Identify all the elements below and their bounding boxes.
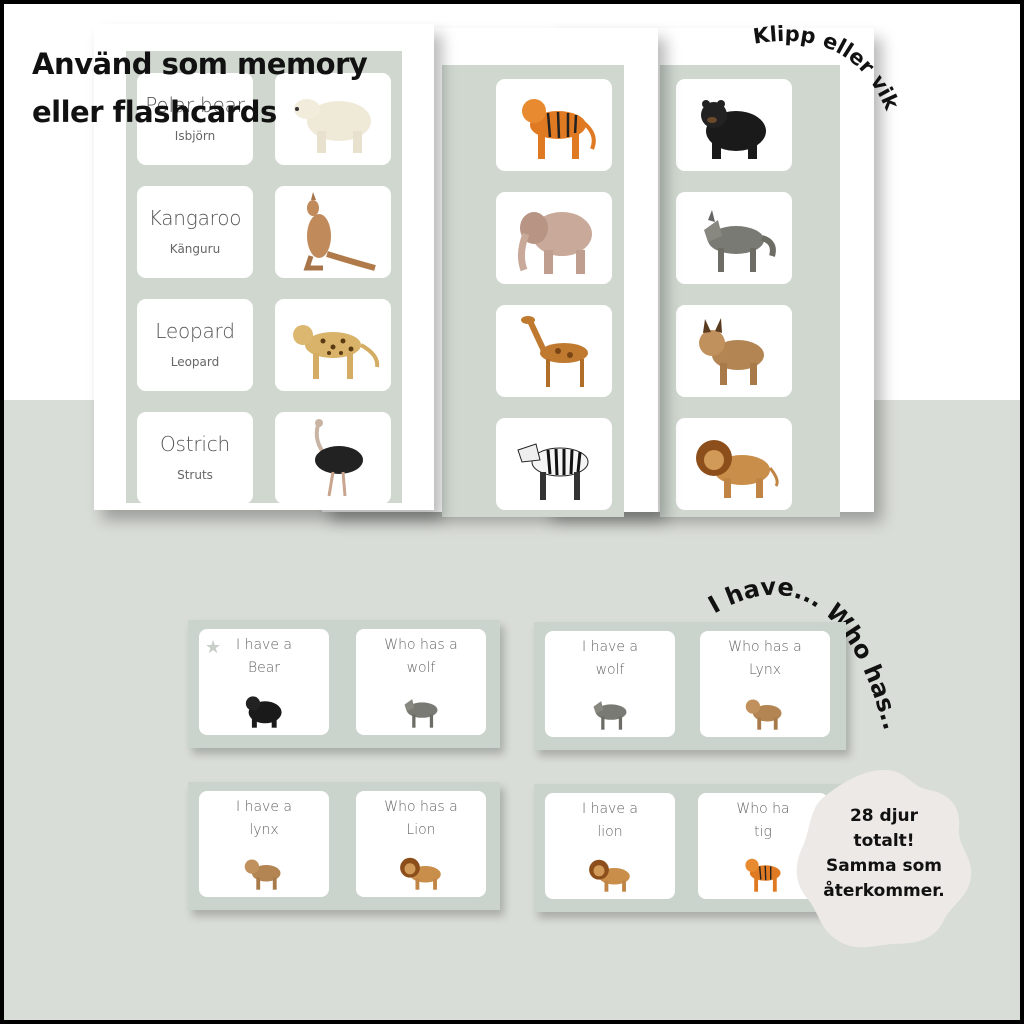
lynx-icon <box>244 859 281 890</box>
lion-icon <box>400 857 441 890</box>
card-i-have: I have a lynx <box>199 791 329 897</box>
zebra-icon <box>517 443 589 500</box>
card-pair-2: I have a wolf Who has a Lynx <box>534 622 846 750</box>
arc-text-top: Klipp eller vik <box>751 22 904 115</box>
picture-cell <box>496 192 612 284</box>
elephant-icon <box>517 212 592 274</box>
picture-cell <box>676 192 792 284</box>
lion-icon <box>589 859 630 892</box>
card-who-has: Who has a wolf <box>356 629 486 735</box>
picture-cell <box>676 418 792 510</box>
card-line-2: Lynx <box>749 662 781 678</box>
word-swedish: Leopard <box>170 355 220 369</box>
card-who-has: Who has a Lion <box>356 791 486 897</box>
lynx-icon <box>745 699 782 730</box>
picture-cell <box>275 412 391 504</box>
headline: Använd som memory eller flashcards <box>32 40 368 136</box>
giraffe-icon <box>521 316 588 387</box>
card-line-2: tig <box>754 824 772 840</box>
picture-cell <box>275 73 391 165</box>
card-i-have: I have a wolf <box>545 631 675 737</box>
card-line-2: lynx <box>249 822 279 838</box>
badge-line-3: Samma som <box>825 856 943 876</box>
sheet-middle-grid: er antt fe a <box>342 65 624 517</box>
star-icon: ★ <box>205 637 222 658</box>
scalloped-badge <box>796 770 972 948</box>
polar-bear-icon <box>294 99 371 153</box>
card-line-2: wolf <box>595 662 625 678</box>
badge-line-2: totalt! <box>853 831 915 851</box>
picture-cell <box>496 79 612 171</box>
badge-line-1: 28 djur <box>849 806 919 826</box>
card-i-have: ★ I have a Bear <box>199 629 329 735</box>
svg-text:Klipp eller vik: Klipp eller vik <box>751 22 904 115</box>
card-line-1: Who ha <box>736 801 790 817</box>
card-pair-3: I have a lynx Who has a Lion <box>188 782 500 910</box>
tiger-icon <box>745 858 781 892</box>
word-swedish: Struts <box>177 468 213 482</box>
lynx-icon <box>699 318 764 385</box>
picture-cell <box>676 305 792 397</box>
ostrich-icon <box>314 419 363 497</box>
card-pair-1: ★ I have a Bear Who has a wolf <box>188 620 500 748</box>
wolf-icon <box>593 701 627 730</box>
card-line-1: Who has a <box>384 637 458 653</box>
picture-cell <box>496 418 612 510</box>
word-english: Leopard <box>155 319 235 343</box>
wolf-icon <box>704 210 776 272</box>
headline-line-2: eller flashcards <box>32 95 277 129</box>
card-line-1: I have a <box>582 639 638 655</box>
word-english: Ostrich <box>159 432 231 456</box>
tiger-icon <box>522 99 596 159</box>
card-line-2: Lion <box>406 822 436 838</box>
badge-text: 28 djur totalt! Samma som återkommer. <box>789 804 979 904</box>
wolf-icon <box>404 699 438 728</box>
picture-cell <box>275 299 391 391</box>
card-line-2: lion <box>597 824 623 840</box>
picture-cell <box>676 79 792 171</box>
badge-line-4: återkommer. <box>823 881 945 901</box>
card-line-2: wolf <box>406 660 436 676</box>
card-line-1: I have a <box>236 637 292 653</box>
picture-cell <box>275 186 391 278</box>
word-english: Polar bear <box>145 93 245 117</box>
card-line-1: I have a <box>236 799 292 815</box>
picture-cell <box>496 305 612 397</box>
word-swedish: Känguru <box>169 242 221 256</box>
word-swedish: Isbjörn <box>174 129 216 143</box>
bear-icon <box>245 696 282 728</box>
leopard-icon <box>293 325 380 379</box>
arc-text-top-label: Klipp eller vik <box>751 22 904 115</box>
card-line-1: I have a <box>582 801 638 817</box>
headline-line-1: Använd som memory <box>32 47 368 81</box>
card-i-have: I have a lion <box>545 793 675 899</box>
card-line-2: Bear <box>247 660 281 676</box>
kangaroo-icon <box>303 192 376 271</box>
card-who-has: Who has a Lynx <box>700 631 830 737</box>
card-pair-4: I have a lion Who ha tig <box>534 784 846 912</box>
word-english: Kangaroo <box>148 206 242 230</box>
card-line-1: Who has a <box>728 639 802 655</box>
bear-icon <box>701 100 766 159</box>
card-line-1: Who has a <box>384 799 458 815</box>
lion-icon <box>696 440 779 498</box>
